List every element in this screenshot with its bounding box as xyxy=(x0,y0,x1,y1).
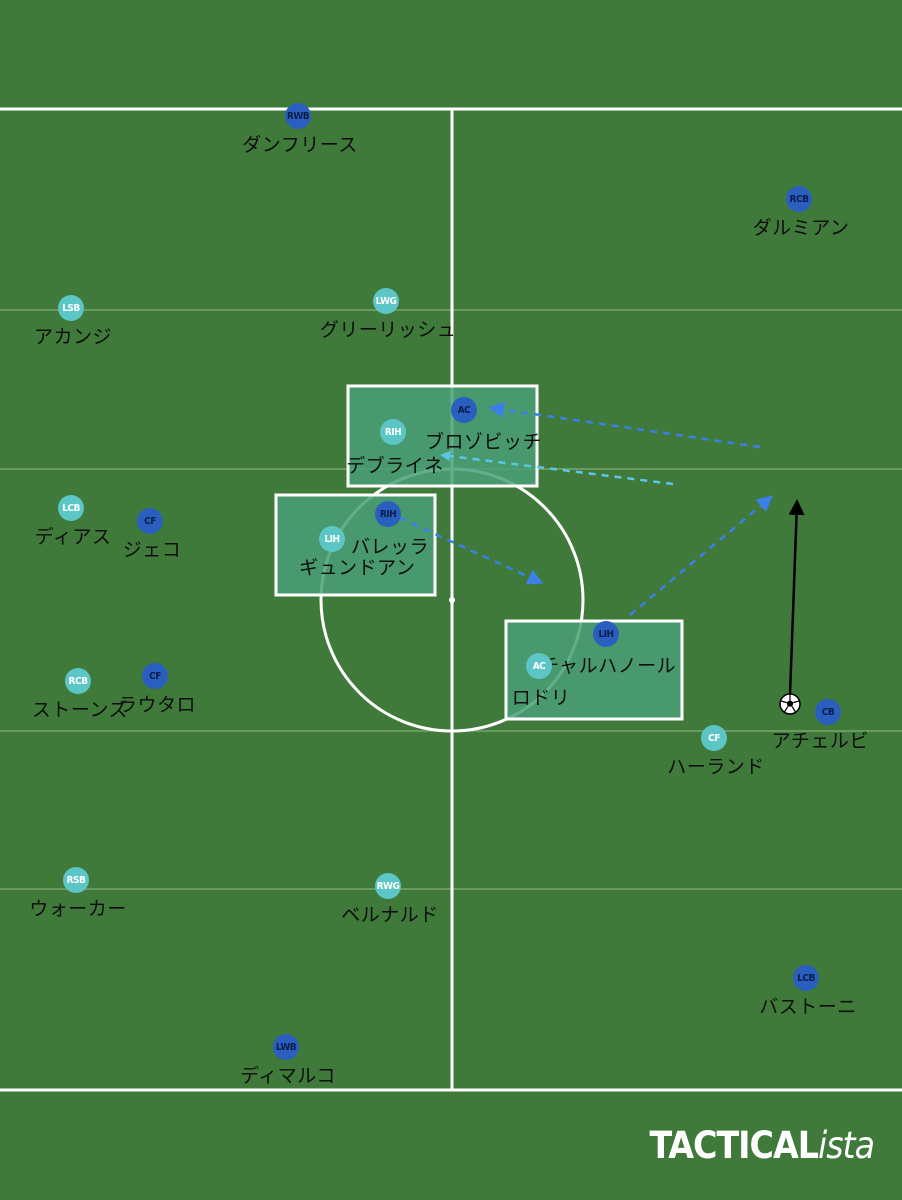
role-marker: RCB xyxy=(65,668,91,694)
player-name: チャルハノール xyxy=(539,655,677,677)
player-name: ダンフリース xyxy=(242,134,358,156)
role-marker: LIH xyxy=(319,526,345,552)
logo-main: TACTICAL xyxy=(649,1124,819,1167)
player-name: ディマルコ xyxy=(240,1065,336,1087)
player-name: ギュンドアン xyxy=(299,557,416,579)
role-marker: LIH xyxy=(593,621,619,647)
zone-box-top xyxy=(346,384,539,488)
role-marker: RIH xyxy=(375,501,401,527)
role-marker: CF xyxy=(701,725,727,751)
player-name: ベルナルド xyxy=(341,904,439,926)
role-marker: LSB xyxy=(58,295,84,321)
zone-box-left xyxy=(274,493,437,597)
player-name: ブロゾビッチ xyxy=(425,431,543,453)
ball-icon xyxy=(779,693,801,715)
role-marker: LWG xyxy=(373,288,399,314)
role-marker: RCB xyxy=(786,186,812,212)
player-name: バストーニ xyxy=(759,996,857,1018)
player-name: ウォーカー xyxy=(29,898,127,920)
player-name: ハーランド xyxy=(667,756,765,778)
arrow-brozovic-run xyxy=(488,401,761,449)
player-name: ディアス xyxy=(34,526,112,548)
center-spot xyxy=(449,597,455,603)
brand-logo: TACTICALista xyxy=(649,1124,875,1167)
role-marker: RSB xyxy=(63,867,89,893)
role-marker: CF xyxy=(142,663,168,689)
role-marker: RIH xyxy=(380,419,406,445)
player-name: バレッラ xyxy=(350,536,430,558)
role-marker: AC xyxy=(451,397,477,423)
player-name: ジェコ xyxy=(122,539,182,561)
logo-suffix: ista xyxy=(817,1124,875,1167)
arrow-ball-path xyxy=(788,499,805,696)
role-marker: LCB xyxy=(793,965,819,991)
player-name: アカンジ xyxy=(33,326,113,348)
player-name: ストーンズ xyxy=(31,699,129,721)
player-name: デブライネ xyxy=(346,455,444,477)
player-name: ロドリ xyxy=(511,687,571,709)
role-marker: LWB xyxy=(273,1034,299,1060)
player-name: グリーリッシュ xyxy=(319,319,457,341)
role-marker: CF xyxy=(137,508,163,534)
role-marker: LCB xyxy=(58,495,84,521)
player-name: ダルミアン xyxy=(752,217,850,239)
role-marker: RWG xyxy=(375,873,401,899)
role-marker: RWB xyxy=(285,103,311,129)
player-name: アチェルビ xyxy=(771,730,869,752)
player-name: ラウタロ xyxy=(117,694,197,716)
role-marker: AC xyxy=(526,653,552,679)
arrow-calhanoglu-run xyxy=(629,495,774,616)
role-marker: CB xyxy=(815,699,841,725)
